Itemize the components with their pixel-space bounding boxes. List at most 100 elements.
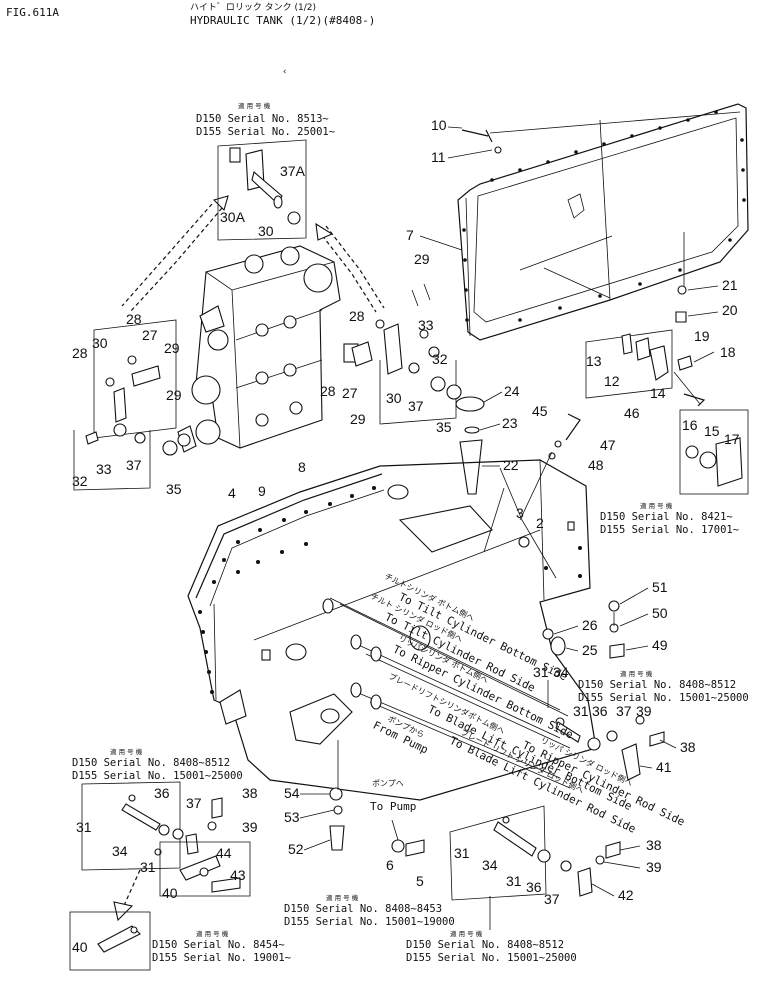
detail-box-lower-center — [449, 805, 621, 930]
part-7: 7 — [406, 227, 414, 243]
part-33: 33 — [96, 461, 112, 477]
hose-label-from-pump: ポンプから From Pump — [371, 714, 430, 756]
part-52: 52 — [288, 841, 304, 857]
part-30: 30 — [92, 335, 108, 351]
svg-text:適 用 号 機: 適 用 号 機 — [640, 501, 673, 510]
part-4: 4 — [228, 485, 236, 501]
callout-arrows-valve — [121, 195, 385, 313]
part-28: 28 — [349, 308, 365, 324]
svg-text:適 用 号 機: 適 用 号 機 — [238, 101, 271, 110]
svg-text:D155 Serial No. 15001~25000: D155 Serial No. 15001~25000 — [578, 692, 749, 704]
part-36: 36 — [526, 879, 542, 895]
part-44: 44 — [216, 845, 232, 861]
part-3: 3 — [516, 505, 524, 521]
part-33: 33 — [418, 317, 434, 333]
part-31: 31 — [533, 664, 549, 680]
part-37A: 37A — [280, 163, 306, 179]
svg-text:D150 Serial No. 8408~8512: D150 Serial No. 8408~8512 — [72, 757, 230, 769]
serial-block-7: 適 用 号 機 D150 Serial No. 8408~8512 D155 S… — [406, 929, 577, 964]
part-34: 34 — [112, 843, 128, 859]
part-31: 31 — [454, 845, 470, 861]
part-51: 51 — [652, 579, 668, 595]
svg-text:D155 Serial No. 25001~: D155 Serial No. 25001~ — [196, 126, 335, 138]
part-26: 26 — [582, 617, 598, 633]
part-19: 19 — [694, 328, 710, 344]
title-jp: ハイト゛ロリック タンク (1/2) — [190, 2, 316, 13]
part-48: 48 — [588, 457, 604, 473]
part-15: 15 — [704, 423, 720, 439]
part-28: 28 — [126, 311, 142, 327]
part-29: 29 — [350, 411, 366, 427]
part-27: 27 — [342, 385, 358, 401]
part-32: 32 — [72, 473, 88, 489]
part-35: 35 — [166, 481, 182, 497]
part-49: 49 — [652, 637, 668, 653]
serial-block-1: 適 用 号 機 D150 Serial No. 8513~ D155 Seria… — [196, 101, 335, 138]
part-40: 40 — [162, 885, 178, 901]
hose-leaders — [322, 451, 571, 789]
part-30A: 30A — [220, 209, 246, 225]
part-37: 37 — [186, 795, 202, 811]
part-18: 18 — [720, 344, 736, 360]
svg-text:D150 Serial No. 8408~8512: D150 Serial No. 8408~8512 — [406, 939, 564, 951]
svg-text:‹: ‹ — [282, 67, 287, 77]
detail-box-lower-left — [81, 781, 251, 922]
svg-text:D155 Serial No. 15001~25000: D155 Serial No. 15001~25000 — [72, 770, 243, 782]
svg-text:適 用 号 機: 適 用 号 機 — [620, 669, 653, 678]
part-45: 45 — [532, 403, 548, 419]
svg-text:D155 Serial No. 15001~25000: D155 Serial No. 15001~25000 — [406, 952, 577, 964]
serial-block-2: 適 用 号 機 D150 Serial No. 8421~ D155 Seria… — [600, 501, 739, 536]
svg-text:D155 Serial No. 17001~: D155 Serial No. 17001~ — [600, 524, 739, 536]
svg-text:D150 Serial No. 8408~8512: D150 Serial No. 8408~8512 — [578, 679, 736, 691]
part-53: 53 — [284, 809, 300, 825]
part-36: 36 — [154, 785, 170, 801]
part-23: 23 — [502, 415, 518, 431]
serial-block-5: 適 用 号 機 D150 Serial No. 8408~8453 D155 S… — [284, 893, 455, 928]
part-17: 17 — [724, 431, 740, 447]
part-16: 16 — [682, 417, 698, 433]
part-34: 34 — [553, 664, 569, 680]
right-fittings — [542, 600, 625, 659]
detail-box-plate — [679, 409, 749, 495]
bolts-46-48 — [548, 413, 581, 460]
part-54: 54 — [284, 785, 300, 801]
part-number-labels: 10 11 7 29 21 20 19 18 13 12 14 30A 30 3… — [72, 117, 740, 955]
hydraulic-tank-upper — [457, 103, 749, 341]
part-38: 38 — [242, 785, 258, 801]
part-39: 39 — [646, 859, 662, 875]
part-39: 39 — [242, 819, 258, 835]
lower-flange-bolts — [198, 486, 376, 694]
part-5: 5 — [416, 873, 424, 889]
part-38: 38 — [680, 739, 696, 755]
part-2: 2 — [536, 515, 544, 531]
tank-flange-bolts — [462, 110, 746, 322]
part-9: 9 — [258, 483, 266, 499]
part-28: 28 — [72, 345, 88, 361]
part-27: 27 — [142, 327, 158, 343]
part-31: 31 — [76, 819, 92, 835]
svg-text:To Pump: To Pump — [370, 800, 416, 813]
part-21: 21 — [722, 277, 738, 293]
detail-box-lever — [69, 911, 151, 971]
title-en: HYDRAULIC TANK (1/2)(#8408-) — [190, 14, 375, 27]
part-30: 30 — [258, 223, 274, 239]
svg-text:D155 Serial No. 15001~19000: D155 Serial No. 15001~19000 — [284, 916, 455, 928]
part-31: 31 — [506, 873, 522, 889]
part-42: 42 — [618, 887, 634, 903]
svg-text:適 用 号 機: 適 用 号 機 — [450, 929, 483, 938]
part-29: 29 — [166, 387, 182, 403]
svg-text:D150 Serial No. 8513~: D150 Serial No. 8513~ — [196, 113, 329, 125]
part-28: 28 — [320, 383, 336, 399]
detail-box-cover-brackets — [585, 329, 706, 407]
part-11: 11 — [431, 149, 446, 165]
hydraulic-tank-lower — [187, 459, 597, 801]
part-10: 10 — [431, 117, 447, 133]
part-40: 40 — [72, 939, 88, 955]
svg-text:適 用 号 機: 適 用 号 機 — [326, 893, 359, 902]
svg-text:ポンプへ: ポンプへ — [372, 779, 404, 788]
serial-block-3: 適 用 号 機 D150 Serial No. 8408~8512 D155 S… — [578, 669, 749, 704]
part-leader-lines — [299, 126, 719, 897]
svg-text:D150 Serial No. 8454~: D150 Serial No. 8454~ — [152, 939, 285, 951]
part-37: 37 — [408, 398, 424, 414]
